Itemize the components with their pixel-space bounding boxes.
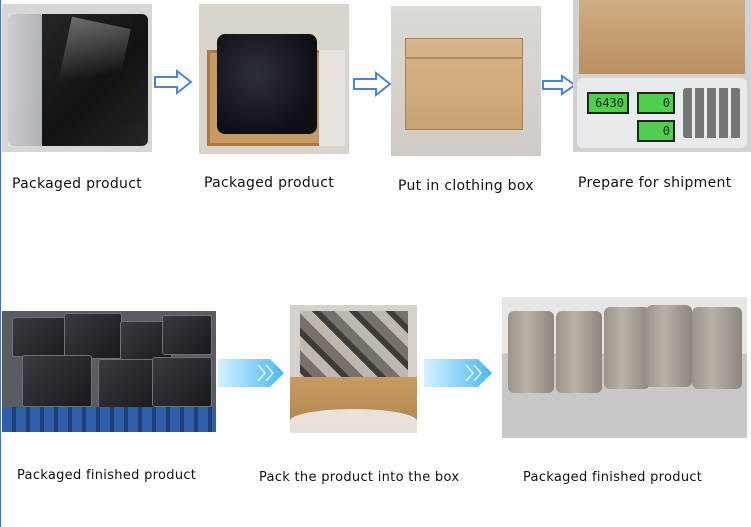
garment-bag xyxy=(8,14,148,146)
bagged-item xyxy=(64,313,122,359)
photo-wrapped-cartons xyxy=(502,297,747,438)
blue-crate xyxy=(2,407,216,432)
bagged-item xyxy=(22,355,92,407)
caption-packaged-finished-product-1: Packaged finished product xyxy=(17,468,197,483)
photo-packaged-finished-products-pile xyxy=(2,311,216,432)
caption-packaged-product-1: Packaged product xyxy=(12,176,143,192)
photo-product-in-open-box xyxy=(199,4,349,154)
photo-pack-product-into-box xyxy=(290,305,417,433)
scale-weight-display: 6430 xyxy=(587,92,629,114)
arrow-right-icon xyxy=(353,71,392,97)
bagged-item xyxy=(98,359,158,409)
arrow-right-icon xyxy=(218,359,284,387)
scale-price-display: 0 xyxy=(637,92,675,114)
scale-total-display: 0 xyxy=(637,120,675,142)
bagged-item xyxy=(152,357,212,407)
box-on-scale xyxy=(579,0,745,74)
caption-pack-product-into-box: Pack the product into the box xyxy=(259,470,460,485)
left-edge-line xyxy=(0,0,1,527)
photo-box-on-scale: 6430 0 0 xyxy=(573,0,751,152)
box-flap xyxy=(319,50,345,146)
photo-packaged-product-bag xyxy=(2,4,152,152)
arrow-right-icon xyxy=(154,69,193,95)
wrapped-carton xyxy=(692,307,742,389)
arrow-right-icon xyxy=(542,74,577,96)
caption-packaged-finished-product-2: Packaged finished product xyxy=(523,470,703,485)
wrapped-carton xyxy=(604,307,650,389)
wrapped-carton xyxy=(646,305,692,387)
bagged-item xyxy=(12,317,74,357)
arrow-right-icon xyxy=(424,359,492,387)
bagged-item xyxy=(162,315,212,355)
bubble-wrap xyxy=(290,409,417,433)
scale-keypad xyxy=(683,88,741,138)
closed-box xyxy=(405,38,523,130)
wrapped-carton xyxy=(508,311,554,393)
caption-prepare-for-shipment: Prepare for shipment xyxy=(578,175,732,191)
wrapped-carton xyxy=(556,311,602,393)
garment xyxy=(217,34,317,134)
caption-packaged-product-2: Packaged product xyxy=(204,175,335,191)
photo-closed-clothing-box xyxy=(391,6,541,156)
caption-put-in-clothing-box: Put in clothing box xyxy=(398,178,534,194)
